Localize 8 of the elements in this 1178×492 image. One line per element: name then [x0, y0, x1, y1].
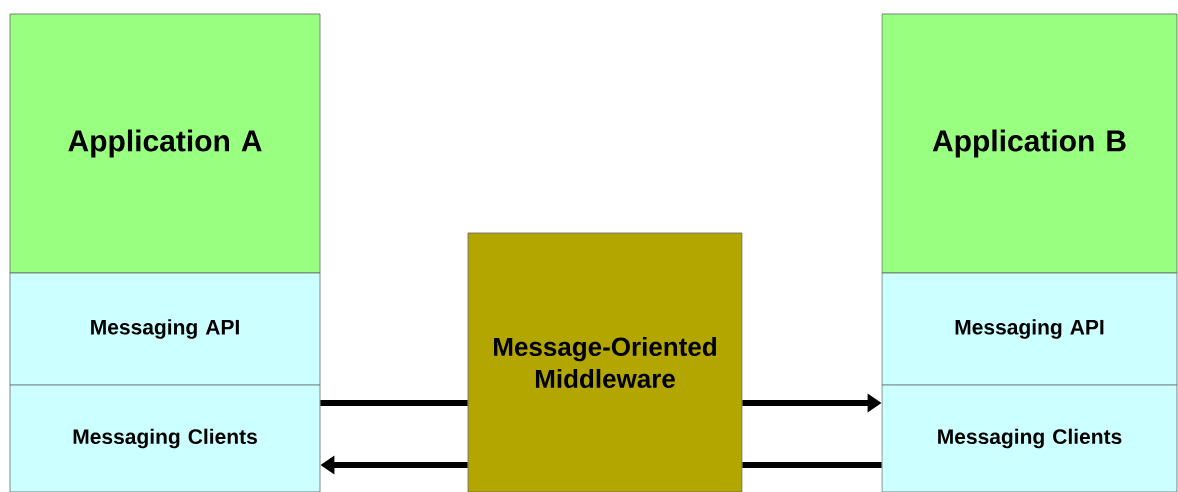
node-label: Messaging API: [955, 319, 1104, 339]
middleware-box: Message-Oriented Middleware: [467, 232, 743, 492]
application-box: Application B: [881, 13, 1178, 274]
layer-box: Messaging Clients: [9, 384, 321, 492]
application-box: Application A: [9, 13, 321, 274]
layer-box: Messaging API: [881, 272, 1178, 386]
layer-box: Messaging API: [9, 272, 321, 386]
layer-box: Messaging Clients: [881, 384, 1178, 492]
